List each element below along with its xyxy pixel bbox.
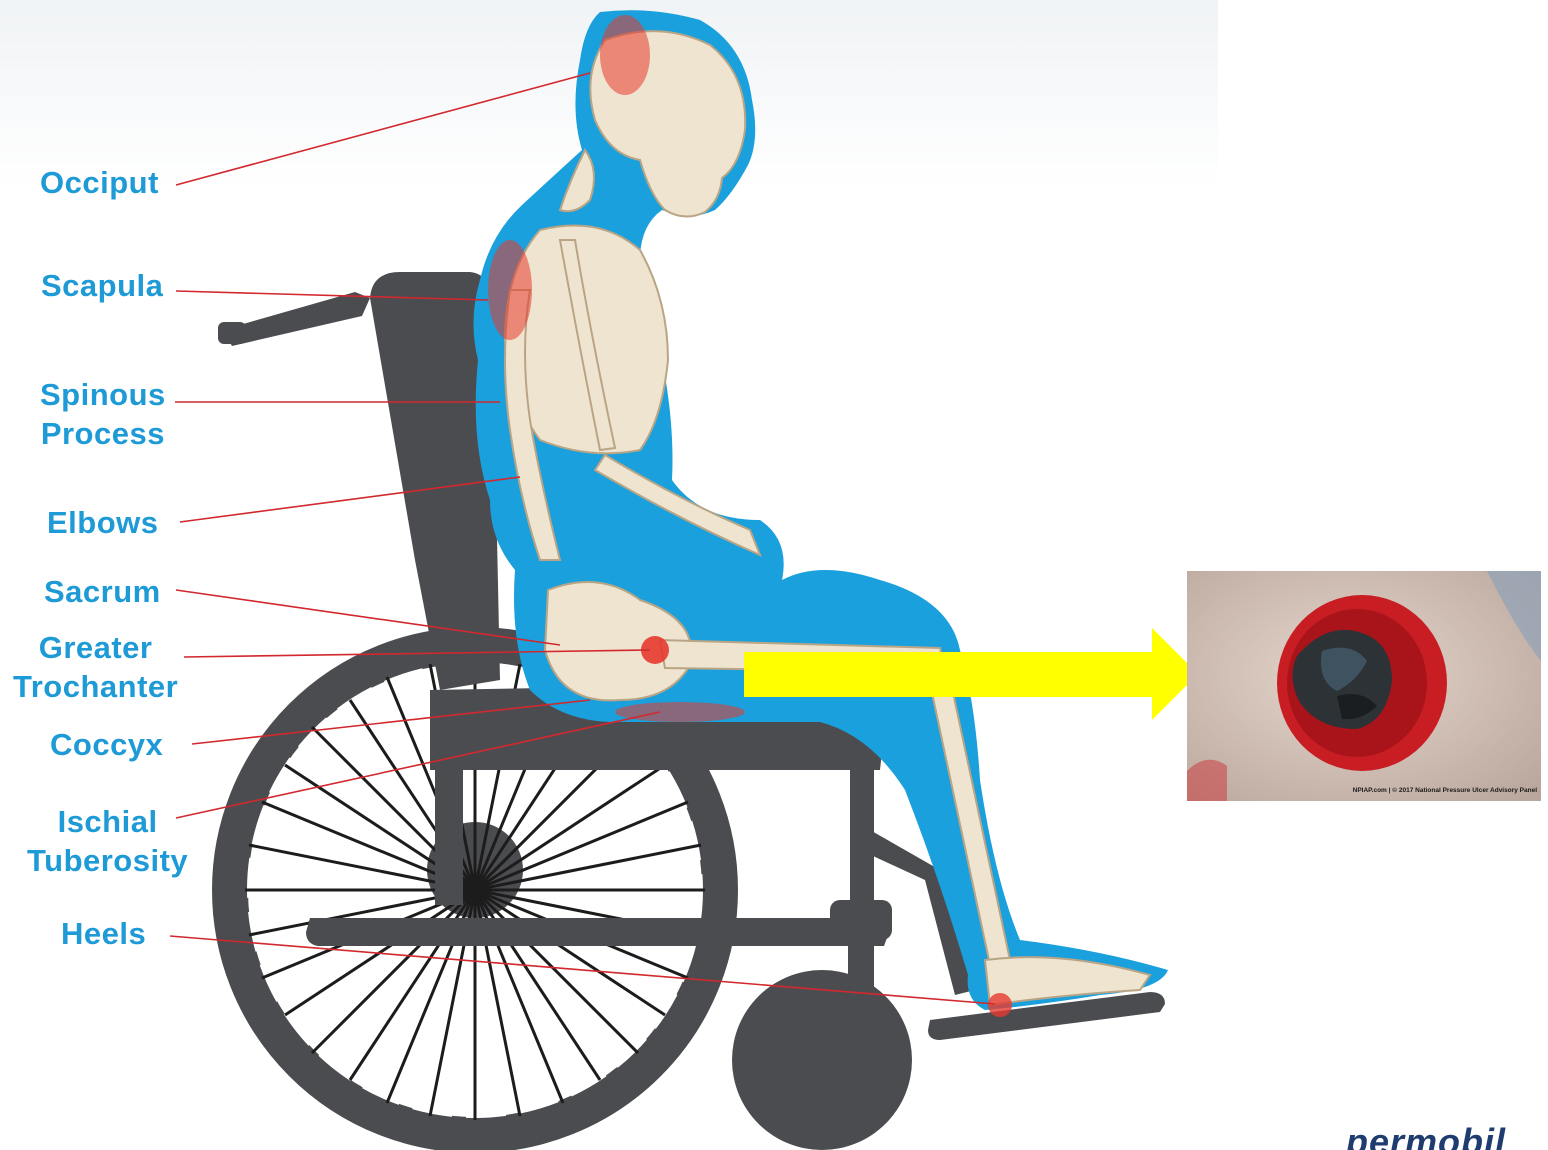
occiput-spot (600, 15, 650, 95)
pressure-ulcer-photo: NPIAP.com | © 2017 National Pressure Ulc… (1187, 571, 1541, 801)
label-sacrum: Sacrum (44, 572, 161, 611)
label-occiput: Occiput (40, 163, 159, 202)
body-silhouette (473, 10, 1168, 1010)
label-greater-trochanter: Greater Trochanter (13, 628, 178, 706)
label-scapula: Scapula (41, 266, 163, 305)
permobil-logo: permobil (1346, 1122, 1506, 1150)
label-ischial-line1: Ischial (27, 802, 188, 841)
label-ischial-line2: Tuberosity (27, 841, 188, 880)
heel-spot (988, 993, 1012, 1017)
lower-frame (306, 918, 888, 946)
photo-caption: NPIAP.com | © 2017 National Pressure Ulc… (1353, 787, 1537, 794)
label-spinous-process: Spinous Process (40, 375, 166, 453)
label-elbows: Elbows (47, 503, 159, 542)
wound-image (1187, 571, 1541, 801)
label-spinous-line1: Spinous (40, 375, 166, 414)
label-trochanter-line2: Trochanter (13, 667, 178, 706)
front-caster (732, 970, 912, 1150)
label-ischial-tuberosity: Ischial Tuberosity (27, 802, 188, 880)
label-heels: Heels (61, 914, 146, 953)
scapula-spot (488, 240, 532, 340)
label-trochanter-line1: Greater (13, 628, 178, 667)
label-coccyx: Coccyx (50, 725, 163, 764)
label-spinous-line2: Process (40, 414, 166, 453)
